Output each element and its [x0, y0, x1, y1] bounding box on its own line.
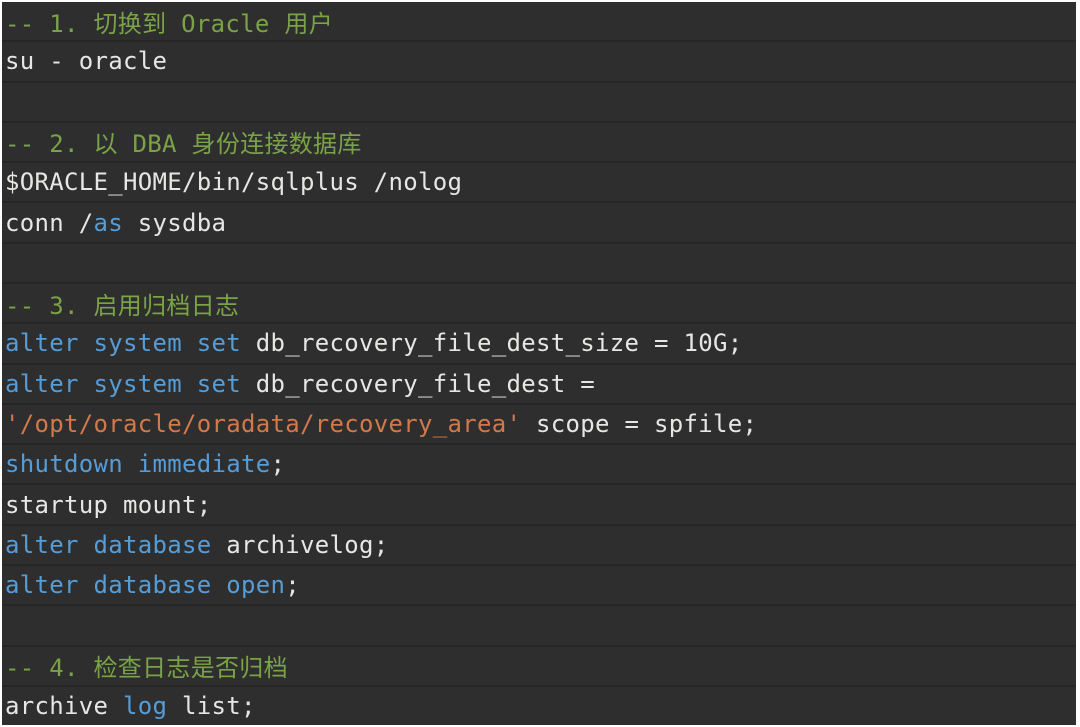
code-token-comment: -- 2. 以 DBA 身份连接数据库 — [5, 130, 362, 159]
code-token-keyword: alter system set — [5, 329, 241, 358]
code-line: -- 3. 启用归档日志 — [2, 284, 1076, 325]
code-line: alter system set db_recovery_file_dest_s… — [2, 324, 1076, 365]
code-token-plain: su - oracle — [5, 47, 168, 76]
code-token-keyword: as — [93, 208, 123, 237]
code-line: -- 4. 检查日志是否归档 — [2, 647, 1076, 687]
code-line — [2, 606, 1076, 647]
code-token-string: '/opt/oracle/oradata/recovery_area' — [5, 409, 522, 438]
code-token-plain: archive — [5, 691, 123, 720]
code-token-plain: sysdba — [123, 208, 227, 237]
code-line: shutdown immediate; — [2, 445, 1076, 486]
code-token-keyword: shutdown immediate — [5, 450, 271, 479]
code-line: conn /as sysdba — [2, 203, 1076, 244]
code-token-plain: startup mount; — [5, 490, 212, 519]
code-line: alter database archivelog; — [2, 526, 1076, 566]
code-token-comment: -- 3. 启用归档日志 — [5, 291, 240, 320]
code-token-keyword: alter system set — [5, 369, 241, 398]
code-line: '/opt/oracle/oradata/recovery_area' scop… — [2, 405, 1076, 446]
code-token-plain: conn / — [5, 208, 94, 237]
code-token-plain: $ORACLE_HOME/bin/sqlplus /nolog — [5, 168, 463, 197]
code-line: -- 2. 以 DBA 身份连接数据库 — [2, 123, 1076, 164]
code-token-plain: scope = spfile; — [521, 409, 758, 438]
code-line: -- 1. 切换到 Oracle 用户 — [2, 2, 1076, 43]
code-line: archive log list; — [2, 687, 1076, 725]
code-token-comment: -- 4. 检查日志是否归档 — [5, 654, 288, 683]
code-token-plain: ; — [285, 571, 300, 600]
code-line — [2, 244, 1076, 284]
code-line: startup mount; — [2, 485, 1076, 526]
code-token-plain: archivelog; — [211, 530, 389, 559]
code-token-keyword: log — [123, 691, 168, 720]
code-line: $ORACLE_HOME/bin/sqlplus /nolog — [2, 163, 1076, 204]
code-token-keyword: alter database open — [5, 571, 286, 600]
code-token-comment: -- 1. 切换到 Oracle 用户 — [5, 9, 333, 38]
code-token-plain: db_recovery_file_dest = — [241, 369, 595, 398]
code-line — [2, 83, 1076, 123]
code-token-plain: db_recovery_file_dest_size = 10G; — [241, 329, 743, 358]
code-line: su - oracle — [2, 42, 1076, 83]
code-line: alter database open; — [2, 566, 1076, 607]
code-line: alter system set db_recovery_file_dest = — [2, 365, 1076, 405]
code-token-plain: list; — [167, 691, 256, 720]
code-token-keyword: alter database — [5, 530, 212, 559]
code-token-plain: ; — [270, 450, 286, 479]
